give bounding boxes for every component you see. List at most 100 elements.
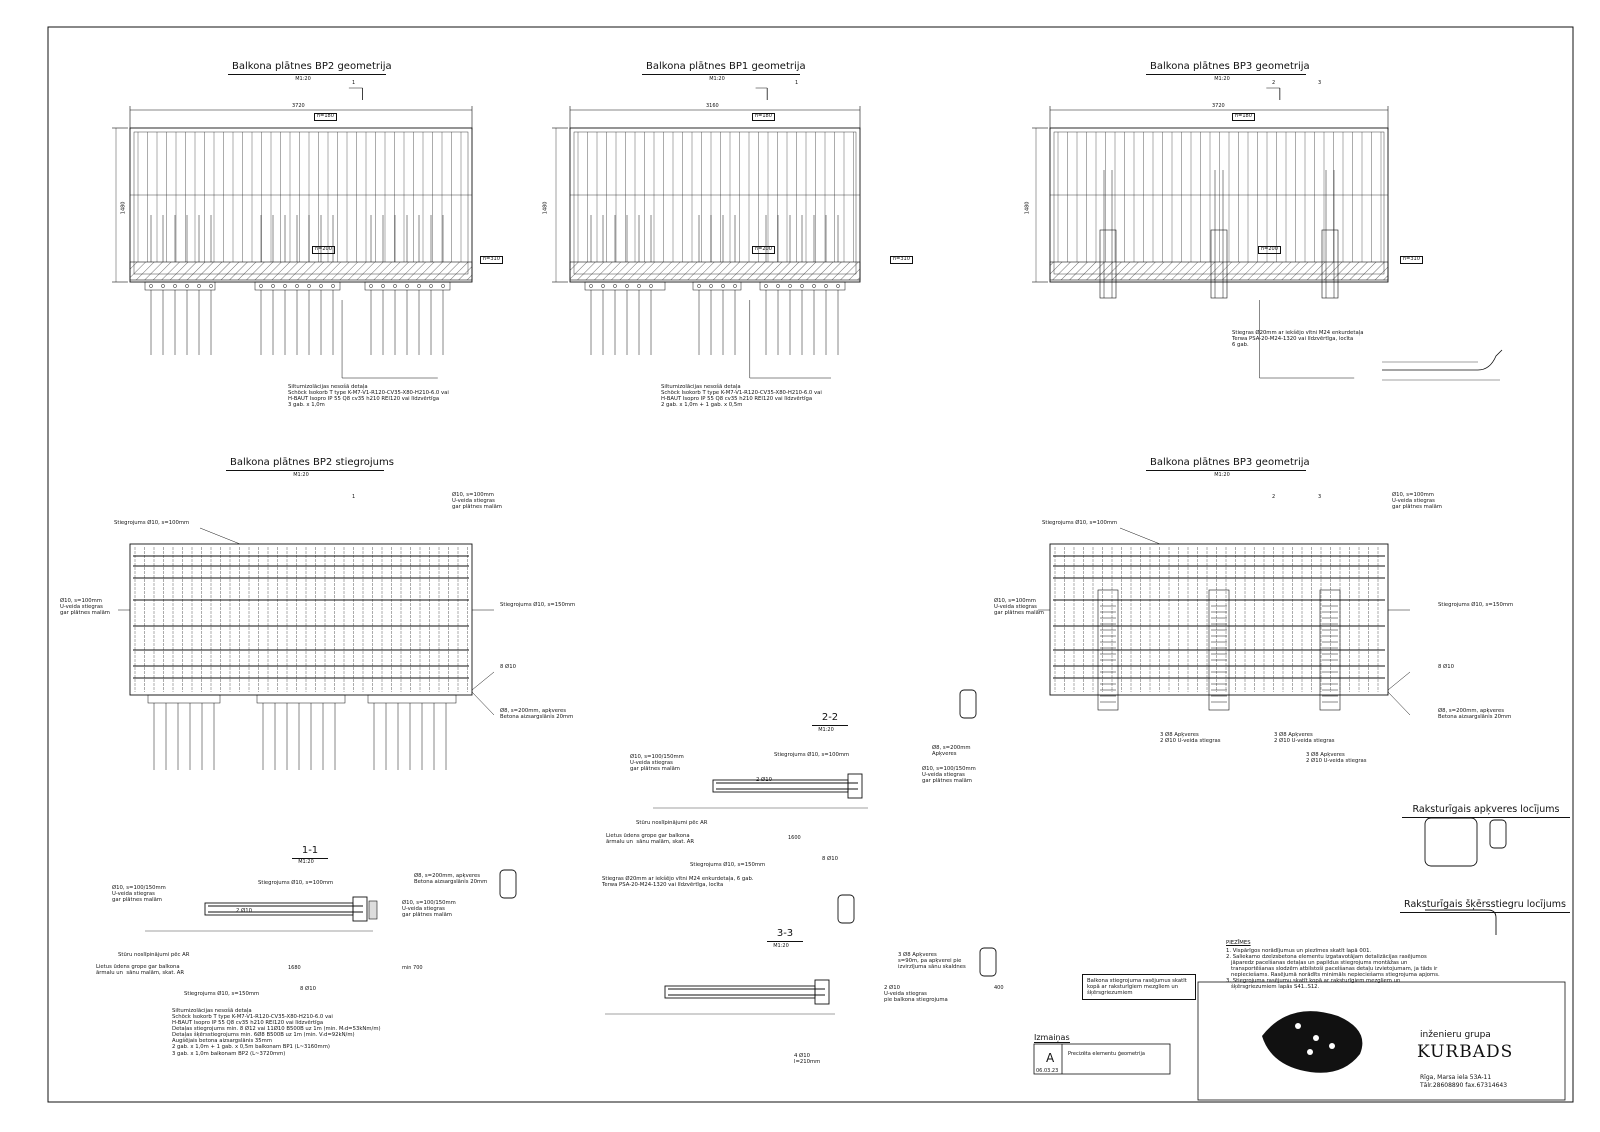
slab-outline	[129, 127, 473, 283]
rebar-plan-bp3	[1038, 527, 1411, 716]
label-bp3r-right2: 8 Ø10	[1438, 664, 1454, 670]
connector-strip	[144, 281, 216, 291]
title-skersstiegru-detail: Raksturīgais šķērsstiegru locījums	[1400, 899, 1570, 913]
stirrup-shape	[837, 894, 855, 924]
stirrup-detail-2	[1489, 819, 1507, 849]
label-bp3r-bottom2: 3 Ø8 Apķveres 2 Ø10 U-veida stiegras	[1274, 732, 1335, 745]
slab-inner-dashed	[573, 131, 857, 275]
title-apkveres-detail: Raksturīgais apķveres locījums	[1402, 804, 1570, 818]
connector-strip	[254, 281, 341, 291]
logo-spot	[1307, 1049, 1313, 1055]
plan-bp3	[1032, 87, 1389, 379]
column-zone	[1319, 589, 1341, 711]
label-bp2r-top-left: Stiegrojums Ø10, s=100mm	[114, 520, 190, 526]
notes-text: 1. Vispārīgos norādījumus un piezīmes sk…	[1226, 948, 1440, 991]
connector-node	[649, 284, 653, 288]
connector-strip	[692, 281, 742, 291]
label-bp2r-left: Ø10, s=100mm U-veida stiegras gar plātne…	[60, 598, 110, 617]
connector-node	[776, 284, 780, 288]
connector-node	[173, 284, 177, 288]
connector-node	[613, 284, 617, 288]
label-s11-b: Stiegrojums Ø10, s=100mm	[258, 880, 334, 886]
label-bp3r-bottom1: 3 Ø8 Apķveres 2 Ø10 U-veida stiegras	[1160, 732, 1221, 745]
dim-bp3-height: 1480	[1024, 201, 1031, 215]
plan-bp2	[112, 87, 473, 379]
callout-bp1-h180: h=180	[752, 113, 775, 121]
callout-bp2-h180: h=180	[314, 113, 337, 121]
label-bp3r-left: Ø10, s=100mm U-veida stiegras gar plātne…	[994, 598, 1044, 617]
connector-node	[764, 284, 768, 288]
connector-node	[209, 284, 213, 288]
connector-node	[185, 284, 189, 288]
revision-table	[1033, 1043, 1171, 1075]
dim-s22-length: 1600	[788, 835, 801, 841]
label-s22-anchor: Stiegras Ø20mm ar iekšējo vītni M24 enku…	[602, 876, 754, 889]
section-end-block	[352, 896, 368, 922]
connector-node	[721, 284, 725, 288]
connector-node	[800, 284, 804, 288]
title-bp3-rebar: Balkona plātnes BP3 geometrija	[1146, 457, 1310, 471]
title-bp2-rebar: Balkona plātnes BP2 stiegrojums	[226, 457, 394, 471]
label-s11-a: Ø10, s=100/150mm U-veida stiegras gar pl…	[112, 885, 166, 904]
revision-description: Precizēta elementu ģeometrija	[1068, 1051, 1145, 1057]
connector-node	[283, 284, 287, 288]
stirrup-detail-0	[499, 869, 517, 899]
label-bp2r-right3: Ø8, s=200mm, apķveres Betona aizsargslān…	[500, 708, 574, 721]
label-s33-b: 2 Ø10 U-veida stiegras pie balkona stieg…	[884, 985, 948, 1004]
title-section-2-2: 2-2	[812, 712, 848, 726]
logo-spot	[1295, 1023, 1301, 1029]
anchor-bent-bar	[1382, 349, 1503, 371]
anchor-box	[1099, 229, 1117, 299]
dim-bp2-height: 1480	[120, 201, 127, 215]
label-bp3r-right1: Stiegrojums Ø10, s=150mm	[1438, 602, 1514, 608]
connector-strip	[364, 281, 451, 291]
callout-bp2-h200: h=200	[312, 246, 335, 254]
dim-s11-length: 1680	[288, 965, 301, 971]
company-address: Rīga, Marsa iela 53A-11	[1420, 1074, 1492, 1081]
section-ref-bp2: 1	[352, 80, 356, 86]
connector-node	[381, 284, 385, 288]
section-ref-bp1: 1	[795, 80, 799, 86]
stirrup-detail-4	[979, 947, 997, 977]
label-s11-c: Ø8, s=200mm, apķveres Betona aizsargslān…	[414, 873, 488, 886]
section-end-block	[847, 773, 863, 799]
leader	[1387, 671, 1411, 691]
connector-node	[259, 284, 263, 288]
revision-date: 06.03.23	[1036, 1068, 1059, 1074]
section-ref-bp3r-3: 3	[1318, 494, 1322, 500]
plan-bp1	[552, 87, 861, 379]
label-bp3r-top-left: Stiegrojums Ø10, s=100mm	[1042, 520, 1118, 526]
label-s33-c: 4 Ø10 l=210mm	[794, 1053, 821, 1066]
section-3-3	[605, 979, 835, 1015]
callout-bp3-h180: h=180	[1232, 113, 1255, 121]
column-zone	[1208, 589, 1230, 711]
apkveres-bend-shape	[1424, 817, 1478, 867]
label-s22-f: Stūru noslīpinājumi pēc AR	[636, 820, 708, 826]
connector-strip	[147, 694, 221, 704]
dim-bp2-width: 3720	[292, 103, 305, 109]
note-s11-thermal: Siltumizolācijas nesošā detaļa Schöck Is…	[172, 1008, 381, 1057]
connector-node	[625, 284, 629, 288]
misc-details	[499, 349, 1566, 1101]
connector-node	[319, 284, 323, 288]
rebar-plan-bp2	[118, 527, 495, 770]
rebar-views	[118, 527, 1411, 770]
scale-bp3-rebar: M1:20	[1214, 472, 1230, 478]
callout-bp1-h200: h=200	[752, 246, 775, 254]
slab-outline	[569, 127, 861, 283]
bp3-anchor-detail	[1382, 349, 1503, 381]
plan-views	[112, 87, 1389, 379]
note-bp3-anchor: Stiegras Ø20mm ar iekšējo vītni M24 enku…	[1232, 330, 1364, 349]
connector-node	[788, 284, 792, 288]
title-section-3-3: 3-3	[767, 928, 803, 942]
slab-inner-dashed	[1053, 131, 1385, 275]
section-ref-bp2r: 1	[352, 494, 356, 500]
section-slab	[664, 985, 816, 999]
skersstiegru-bend-shape	[1425, 909, 1497, 935]
title-bp3-geometry: Balkona plātnes BP3 geometrija	[1146, 61, 1310, 75]
connector-node	[405, 284, 409, 288]
note-bp1-thermal: Siltumizolācijas nesošā detaļa Schöck Is…	[661, 384, 822, 409]
dim-bp1-width: 3160	[706, 103, 719, 109]
scale-section-2-2: M1:20	[818, 727, 834, 733]
stirrup-shape	[1489, 819, 1507, 849]
